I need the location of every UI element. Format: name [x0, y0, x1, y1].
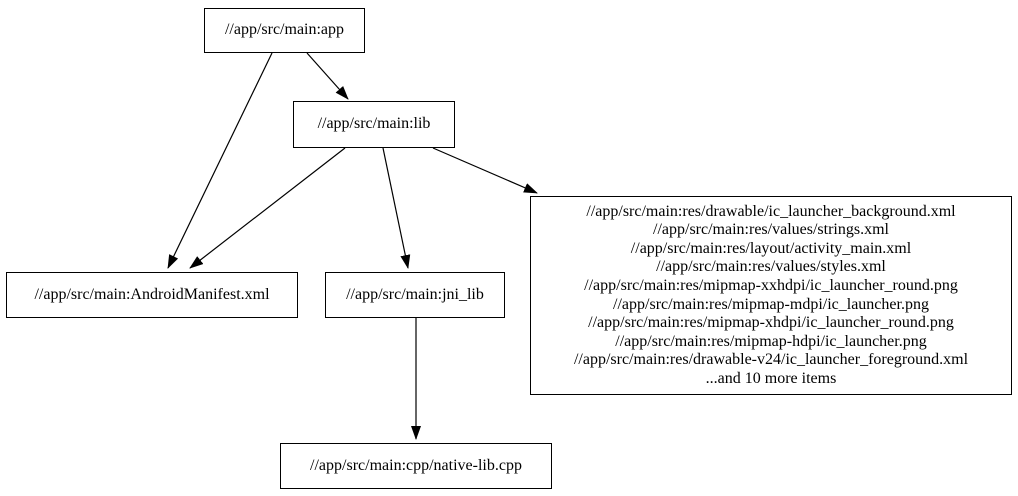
edge-lib-to-resfiles [432, 147, 538, 194]
node-jni-lib-label: //app/src/main:jni_lib [346, 285, 484, 303]
res-file-line: //app/src/main:res/drawable/ic_launcher_… [586, 202, 956, 220]
res-file-line: //app/src/main:res/mipmap-xxhdpi/ic_laun… [584, 276, 958, 294]
edge-app-to-androidmanifest [167, 52, 273, 269]
edge-lib-to-jnilib [382, 147, 411, 269]
node-jni-lib: //app/src/main:jni_lib [325, 272, 505, 318]
node-android-manifest: //app/src/main:AndroidManifest.xml [6, 272, 298, 318]
node-app: //app/src/main:app [204, 8, 365, 53]
res-file-line: //app/src/main:res/drawable-v24/ic_launc… [573, 351, 969, 369]
res-file-line: //app/src/main:res/mipmap-mdpi/ic_launch… [613, 295, 929, 313]
node-res-files: //app/src/main:res/drawable/ic_launcher_… [530, 196, 1012, 395]
res-files-more-items: ...and 10 more items [705, 369, 837, 387]
node-lib-label: //app/src/main:lib [317, 115, 431, 133]
node-lib: //app/src/main:lib [293, 101, 455, 148]
edge-app-to-lib [306, 52, 349, 100]
res-file-line: //app/src/main:res/mipmap-xhdpi/ic_launc… [588, 314, 954, 332]
res-file-line: //app/src/main:res/values/styles.xml [656, 258, 886, 276]
node-android-manifest-label: //app/src/main:AndroidManifest.xml [34, 285, 270, 303]
res-file-line: //app/src/main:res/values/strings.xml [653, 221, 889, 239]
res-file-line: //app/src/main:res/mipmap-hdpi/ic_launch… [615, 332, 927, 350]
res-file-line: //app/src/main:res/layout/activity_main.… [630, 239, 912, 257]
edge-lib-to-androidmanifest [189, 147, 346, 269]
node-app-label: //app/src/main:app [224, 21, 345, 39]
node-native-lib-cpp: //app/src/main:cpp/native-lib.cpp [280, 443, 552, 489]
node-native-lib-cpp-label: //app/src/main:cpp/native-lib.cpp [310, 456, 522, 474]
